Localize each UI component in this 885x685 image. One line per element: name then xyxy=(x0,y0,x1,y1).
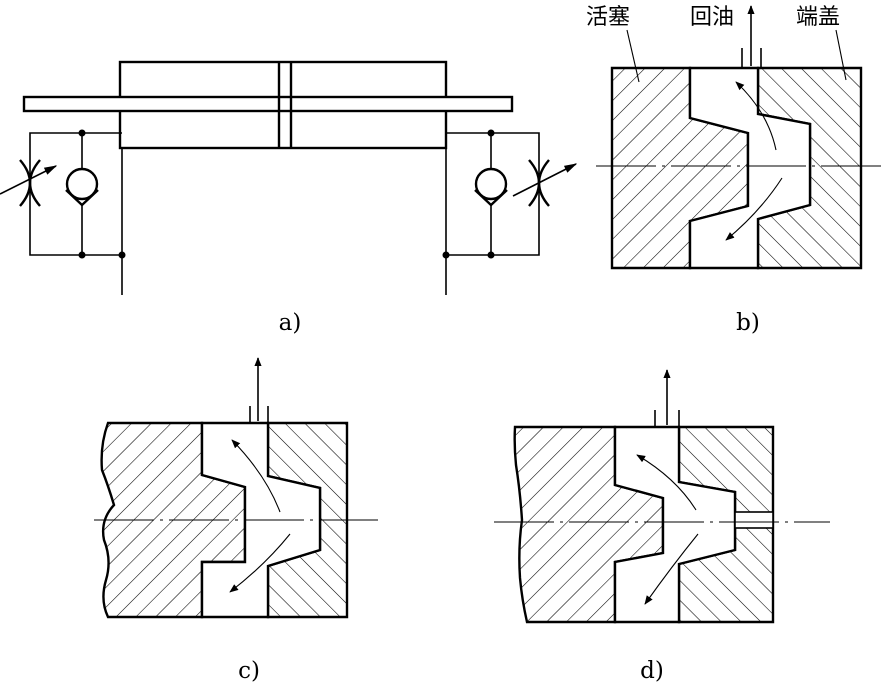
panel-a: a) xyxy=(0,60,578,336)
check-valve-icon xyxy=(473,167,509,207)
panel-c: c) xyxy=(94,357,378,684)
caption-d: d) xyxy=(640,658,664,684)
panel-b: 活塞 回油 端盖 b) xyxy=(586,5,882,336)
flow-arrow-icon xyxy=(636,454,699,605)
oil-cavity xyxy=(688,66,812,270)
left-circuit xyxy=(0,129,126,295)
panel-d: d) xyxy=(494,369,830,684)
flow-arrow-icon xyxy=(229,439,291,593)
caption-a: a) xyxy=(279,310,302,336)
piston-section xyxy=(513,425,665,624)
label-piston: 活塞 xyxy=(586,5,630,30)
right-circuit xyxy=(442,129,578,295)
variable-throttle-icon xyxy=(0,159,58,207)
flow-arrow-icon xyxy=(725,81,783,241)
oil-cavity xyxy=(613,425,737,624)
variable-throttle-icon xyxy=(512,159,578,207)
check-valve-icon xyxy=(64,167,100,207)
label-return-oil: 回油 xyxy=(690,5,734,30)
caption-b: b) xyxy=(736,310,760,336)
axial-orifice xyxy=(734,511,774,529)
caption-c: c) xyxy=(238,658,260,684)
label-end-cap: 端盖 xyxy=(796,5,840,30)
piston-rod xyxy=(22,95,514,113)
